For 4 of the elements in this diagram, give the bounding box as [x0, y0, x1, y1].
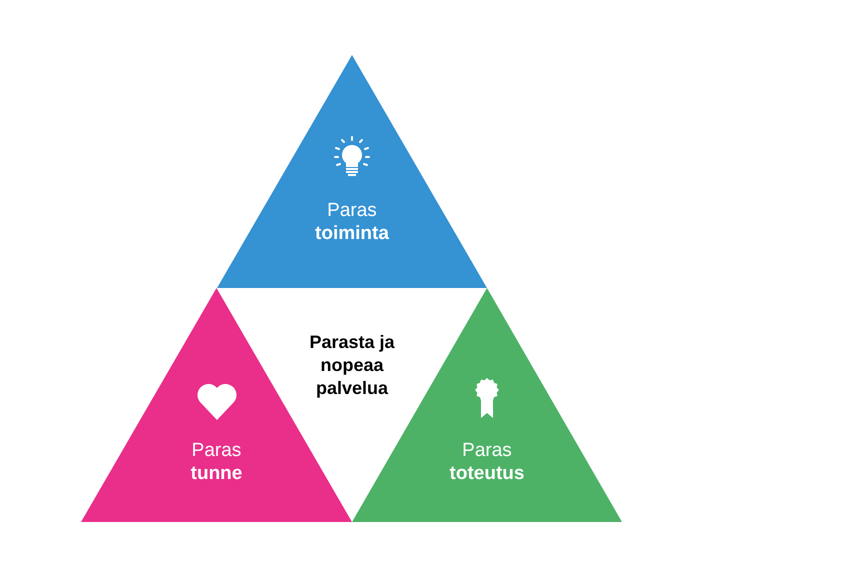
triangle-label: Paras toteutus	[448, 439, 526, 485]
triangle-label: Paras toiminta	[314, 199, 390, 245]
center-label: Parasta ja nopeaa palvelua	[308, 331, 396, 400]
triangle-label: Paras tunne	[190, 439, 244, 485]
